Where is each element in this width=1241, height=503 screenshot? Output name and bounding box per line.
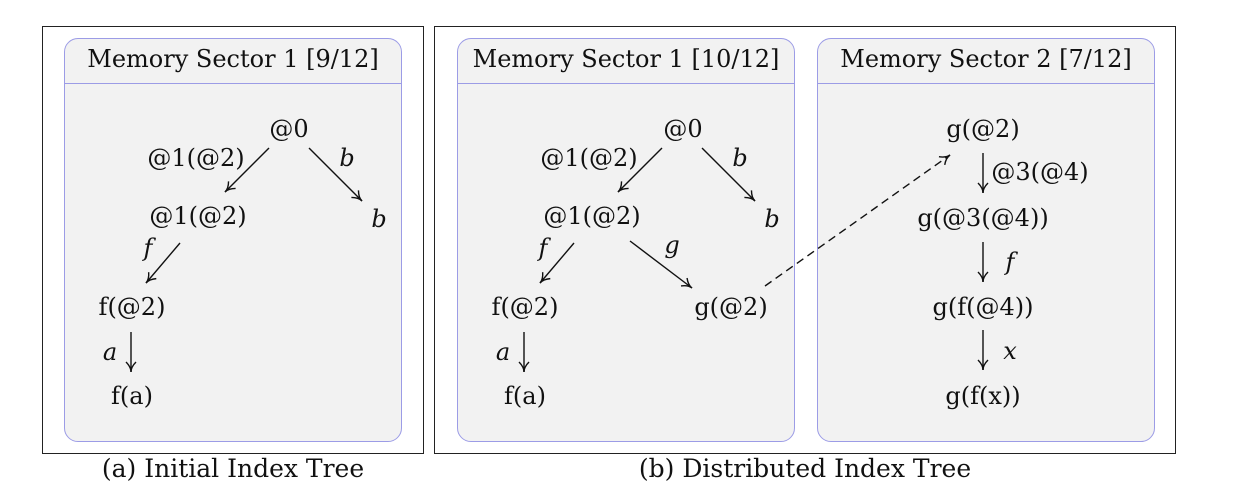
edge-label-b-n1-f: f [538, 234, 548, 262]
panel-b-memory-sector-2: Memory Sector 2 [7/12] [817, 38, 1155, 442]
node-s2-g-at2: g(@2) [946, 115, 1020, 143]
edge-b-root-to-n1 [617, 147, 663, 193]
caption-panel-b: (b) Distributed Index Tree [638, 454, 972, 483]
node-a-at1: @1(@2) [149, 202, 247, 230]
edge-label-b-root-n1: @1(@2) [540, 144, 638, 172]
edge-label-b-root-b: b [732, 144, 748, 172]
sector-title: Memory Sector 1 [10/12] [472, 45, 780, 73]
edge-a-root-to-b [308, 147, 363, 202]
sector-title: Memory Sector 1 [9/12] [87, 45, 379, 73]
panel-a-memory-sector-1: Memory Sector 1 [9/12] [64, 38, 402, 442]
edge-b-root-to-b [701, 147, 756, 202]
edge-label-s2-x: x [1003, 337, 1017, 365]
node-s2-g-at3-at4: g(@3(@4)) [917, 204, 1049, 232]
node-b-f-at2: f(@2) [491, 293, 559, 321]
node-s2-g-f-at4: g(f(@4)) [932, 293, 1034, 321]
node-a-f-at2: f(@2) [98, 293, 166, 321]
node-b-root: @0 [663, 115, 703, 143]
edge-label-a-n1-f: f [143, 234, 153, 262]
node-b-g-at2: g(@2) [694, 293, 768, 321]
edge-b-n1-to-f2 [539, 242, 575, 284]
edge-a-n1-to-f2 [145, 242, 181, 284]
edge-b-n1-to-g2 [629, 240, 693, 289]
panel-b-memory-sector-1: Memory Sector 1 [10/12] [457, 38, 795, 442]
node-b-b: b [764, 205, 780, 233]
sector-title-divider [65, 83, 401, 84]
edge-label-a-root-n1: @1(@2) [147, 144, 245, 172]
panel-a-frame [42, 26, 424, 454]
node-a-root: @0 [269, 115, 309, 143]
edge-label-s2-f: f [1005, 248, 1015, 276]
edge-label-b-n1-g: g [664, 231, 680, 259]
sector-title: Memory Sector 2 [7/12] [840, 45, 1132, 73]
node-s2-g-f-x: g(f(x)) [945, 382, 1021, 410]
caption-panel-a: (a) Initial Index Tree [101, 454, 365, 483]
node-b-at1: @1(@2) [543, 202, 641, 230]
edge-label-s2-at3-at4: @3(@4) [991, 158, 1089, 186]
panel-b-frame [434, 26, 1176, 454]
edge-label-a-f-a: a [102, 338, 118, 366]
node-a-f-a: f(a) [111, 382, 153, 410]
edge-cross-sector-dashed [764, 154, 951, 287]
edge-label-a-root-b: b [339, 144, 355, 172]
edge-a-root-to-n1 [224, 147, 270, 193]
node-b-f-a: f(a) [504, 382, 546, 410]
node-a-b: b [371, 205, 387, 233]
edge-label-b-f-a: a [495, 338, 511, 366]
sector-title-divider [458, 83, 794, 84]
sector-title-divider [818, 83, 1154, 84]
